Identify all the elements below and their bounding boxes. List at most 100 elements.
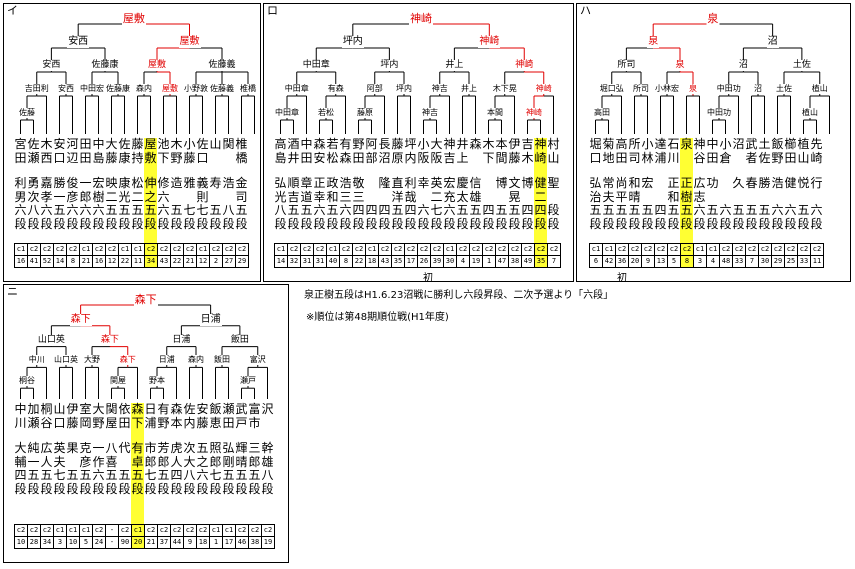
player-column: 室 岡克 彦五 段 xyxy=(79,402,92,524)
rank-number-cell: 27 xyxy=(222,255,236,268)
player-column: 中 島宏 樹六 段 xyxy=(92,137,105,243)
rank-class-cell: c2 xyxy=(235,243,249,256)
rank-number-cell: 21 xyxy=(79,255,93,268)
player-column: 長 沼隆四 段 xyxy=(378,137,391,243)
player-dan: 六 段 xyxy=(313,203,326,231)
rank-class-cell: c1 xyxy=(326,243,340,256)
player-column: 森 本虎 人四 段 xyxy=(170,402,183,524)
winner-name: 佐藤康 xyxy=(105,84,131,94)
player-given-name: 広 人 xyxy=(40,441,53,469)
player-dan: 八 段 xyxy=(27,203,40,231)
player-dan: 五 段 xyxy=(40,468,53,496)
player-column: 達 浦四 段 xyxy=(654,137,667,243)
player-surname: 中 田 xyxy=(706,137,719,165)
rank-class-cell: c2 xyxy=(758,243,772,256)
winner-name: 藤原 xyxy=(356,108,374,118)
highlight-band xyxy=(144,138,157,243)
player-dan: 六 段 xyxy=(693,203,706,231)
player-surname: 酒 井 xyxy=(287,137,300,165)
promotion-note: 泉正樹五段はH1.6.23沼戦に勝利し六段昇段、二次予選より「六段」 xyxy=(304,290,614,301)
rank-class-cell: c1 xyxy=(14,243,28,256)
player-dan: 五 段 xyxy=(235,203,248,231)
rank-number-cell: 21 xyxy=(144,536,158,549)
player-column: 野 田敬 三四 段 xyxy=(352,137,365,243)
player-column: 神 崎健 二四 段 xyxy=(534,137,547,243)
player-column: 木 野造五 段 xyxy=(170,137,183,243)
rank-class-cell: c1 xyxy=(222,524,236,537)
rank-number-cell: 22 xyxy=(352,255,366,268)
rank-number-cell: 7 xyxy=(745,255,759,268)
winner-name: 安西 xyxy=(67,36,90,48)
player-dan: 四 段 xyxy=(14,468,27,496)
player-surname: 本 間 xyxy=(495,137,508,165)
player-dan: 五 段 xyxy=(27,468,40,496)
player-surname: 泉 xyxy=(680,137,693,151)
player-dan: 五 段 xyxy=(222,468,235,496)
rank-number-cell: 32 xyxy=(287,255,301,268)
player-dan: 四 段 xyxy=(378,203,391,231)
rank-class-cell: c2 xyxy=(417,243,431,256)
player-columns: 宮 田利 男六 段佐 瀬勇 次八 段木 西嘉 孝六 段安 口勝 一五 段河 辺俊… xyxy=(14,137,248,243)
player-column: 山寿五 段 xyxy=(209,137,222,243)
rank-number-cell: 7 xyxy=(547,255,561,268)
player-column: 井 上慶 太五 段 xyxy=(456,137,469,243)
player-dan: 五 段 xyxy=(745,203,758,231)
player-surname: 安 口 xyxy=(53,137,66,165)
winner-name: 植山 xyxy=(801,108,819,118)
rank-number-cell: 11 xyxy=(810,255,824,268)
rank-number-cell: 46 xyxy=(235,536,249,549)
rank-class-cell: c2 xyxy=(547,243,561,256)
player-dan: 四 段 xyxy=(482,203,495,231)
rank-class-cell: c2 xyxy=(170,524,184,537)
player-given-name: 雅 xyxy=(183,176,196,190)
rank-class-cell: c2 xyxy=(534,243,548,256)
winner-name: 飯田 xyxy=(229,334,250,346)
player-dan: 七 段 xyxy=(196,203,209,231)
rank-class-cell: c2 xyxy=(482,243,496,256)
player-surname: 椎 橋 xyxy=(235,137,248,165)
rank-number-cell: 3 xyxy=(53,536,67,549)
player-surname: 中 島 xyxy=(92,137,105,165)
player-dan: 六 段 xyxy=(719,203,732,231)
winner-name: 屋敷 xyxy=(121,12,146,25)
rank-number-cell: 2 xyxy=(209,255,223,268)
rank-number-cell: 6 xyxy=(589,255,603,268)
bracket-lines xyxy=(595,20,830,134)
player-surname: 依 田 xyxy=(118,402,131,430)
rank-number-cell: 8 xyxy=(680,255,694,268)
player-surname: 土 佐 xyxy=(758,137,771,165)
player-surname: 中 川 xyxy=(14,402,27,430)
rank-number-cell: 18 xyxy=(196,536,210,549)
winner-name: 神崎 xyxy=(478,36,501,48)
player-dan: 五 段 xyxy=(667,203,680,231)
winner-name: 佐藤康 xyxy=(90,60,120,71)
player-given-name: 敬 三 xyxy=(352,176,365,204)
winner-name: 富沢 xyxy=(248,355,267,366)
winner-name: 飯田 xyxy=(213,355,231,366)
player-column: 大 藤映 二五 段 xyxy=(105,137,118,243)
player-given-name: 英 夫 xyxy=(53,441,66,469)
rank-number-cell: 10 xyxy=(14,536,28,549)
player-given-name: 芳 郎 xyxy=(157,441,170,469)
winner-name: 泉 xyxy=(688,84,698,94)
rank-class-cell: c2 xyxy=(261,524,275,537)
rank-class-cell: c2 xyxy=(209,243,223,256)
winner-name: 桐谷 xyxy=(18,376,36,387)
player-surname: 森 安 xyxy=(313,137,326,165)
player-column: 佐 口義 則七 段 xyxy=(196,137,209,243)
player-given-name: 宏 xyxy=(641,176,654,190)
rank-class-cell: - xyxy=(105,524,119,537)
rank-number-cell: 26 xyxy=(417,255,431,268)
player-column: 大 野一 作六 段 xyxy=(92,402,105,524)
player-surname: 木 野 xyxy=(170,137,183,165)
winner-name: 森下 xyxy=(99,334,120,346)
player-given-name: 寿 xyxy=(209,176,222,190)
rank-number-cell: 37 xyxy=(157,536,171,549)
player-dan: 五 段 xyxy=(131,468,144,496)
rank-class-cell: c1 xyxy=(693,243,707,256)
